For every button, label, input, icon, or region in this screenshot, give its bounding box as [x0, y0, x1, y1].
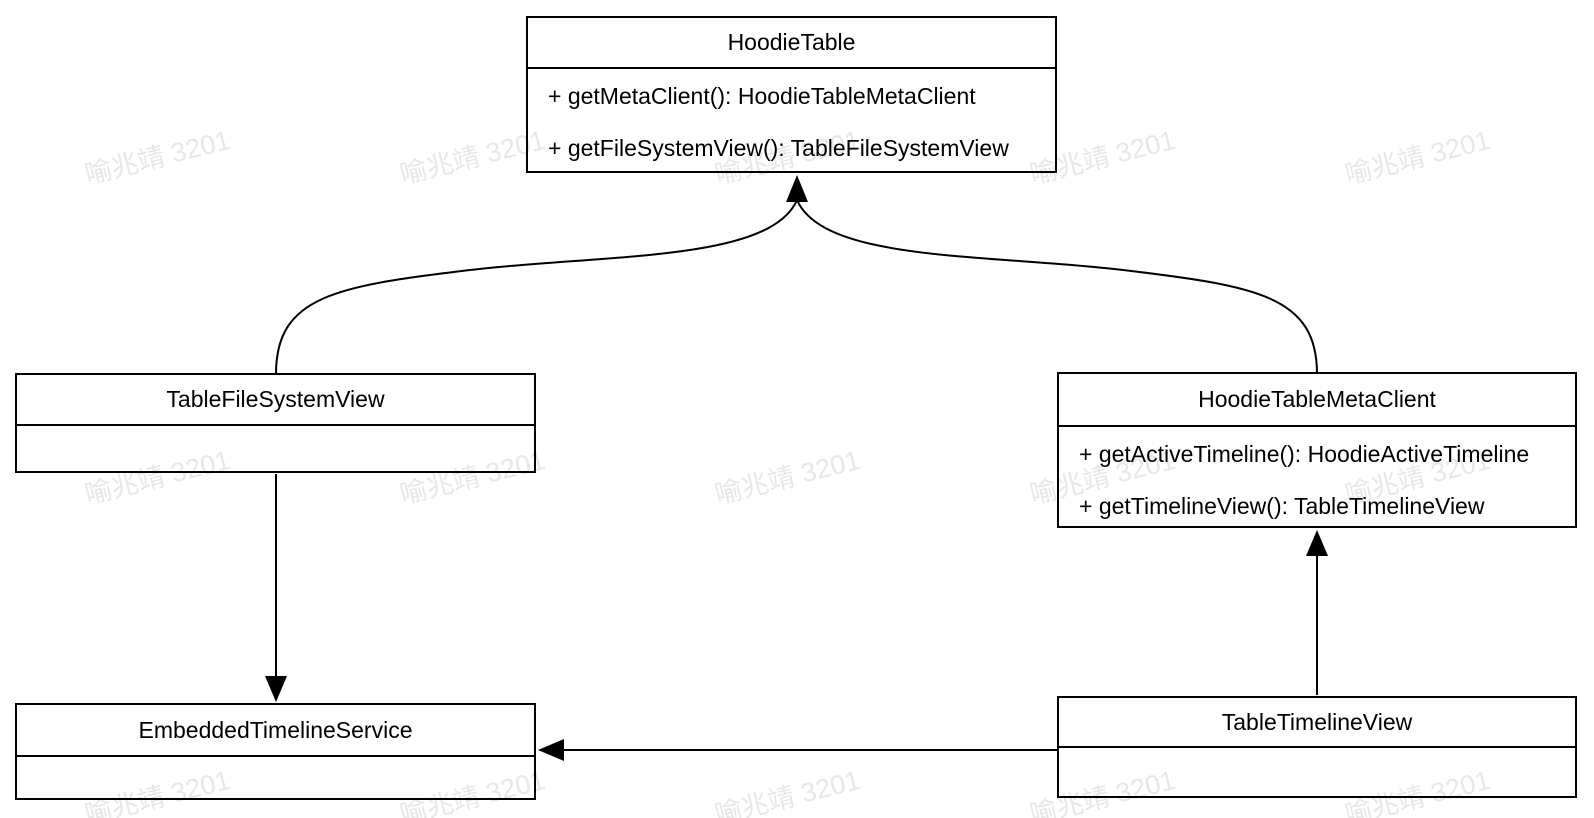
class-title-hoodie-table: HoodieTable — [528, 18, 1055, 69]
class-title-table-file-system-view: TableFileSystemView — [17, 375, 534, 426]
class-box-hoodie-table: HoodieTable + getMetaClient(): HoodieTab… — [526, 16, 1057, 173]
method-get-meta-client: + getMetaClient(): HoodieTableMetaClient — [548, 83, 976, 109]
class-box-table-file-system-view: TableFileSystemView — [15, 373, 536, 473]
arrowhead-up-hoodietable — [786, 175, 808, 202]
watermark: 喻兆靖 3201 — [81, 124, 234, 190]
class-body-embedded-timeline-service — [17, 757, 534, 771]
class-title-hoodie-table-meta-client: HoodieTableMetaClient — [1059, 374, 1575, 427]
class-box-embedded-timeline-service: EmbeddedTimelineService — [15, 703, 536, 800]
edge-hoodietablemetaclient-to-hoodietable — [796, 199, 1318, 375]
arrowhead-left-embeddedtimelineservice — [538, 739, 564, 761]
method-get-timeline-view: + getTimelineView(): TableTimelineView — [1079, 493, 1485, 519]
class-body-table-timeline-view — [1059, 748, 1575, 762]
edge-tablefilesystemview-to-hoodietable — [275, 199, 798, 375]
arrowhead-up-hoodietablemetaclient — [1306, 530, 1328, 556]
method-get-file-system-view: + getFileSystemView(): TableFileSystemVi… — [548, 135, 1009, 161]
class-body-hoodie-table-meta-client: + getActiveTimeline(): HoodieActiveTimel… — [1059, 427, 1575, 519]
class-box-table-timeline-view: TableTimelineView — [1057, 696, 1577, 798]
class-title-table-timeline-view: TableTimelineView — [1059, 698, 1575, 748]
method-get-active-timeline: + getActiveTimeline(): HoodieActiveTimel… — [1079, 441, 1530, 467]
watermark: 喻兆靖 3201 — [711, 764, 864, 818]
class-body-hoodie-table: + getMetaClient(): HoodieTableMetaClient… — [528, 69, 1055, 161]
class-title-embedded-timeline-service: EmbeddedTimelineService — [17, 705, 534, 757]
watermark: 喻兆靖 3201 — [711, 444, 864, 510]
class-body-table-file-system-view — [17, 426, 534, 440]
watermark: 喻兆靖 3201 — [1341, 124, 1494, 190]
arrowhead-down-embeddedtimelineservice — [265, 676, 287, 702]
class-box-hoodie-table-meta-client: HoodieTableMetaClient + getActiveTimelin… — [1057, 372, 1577, 528]
